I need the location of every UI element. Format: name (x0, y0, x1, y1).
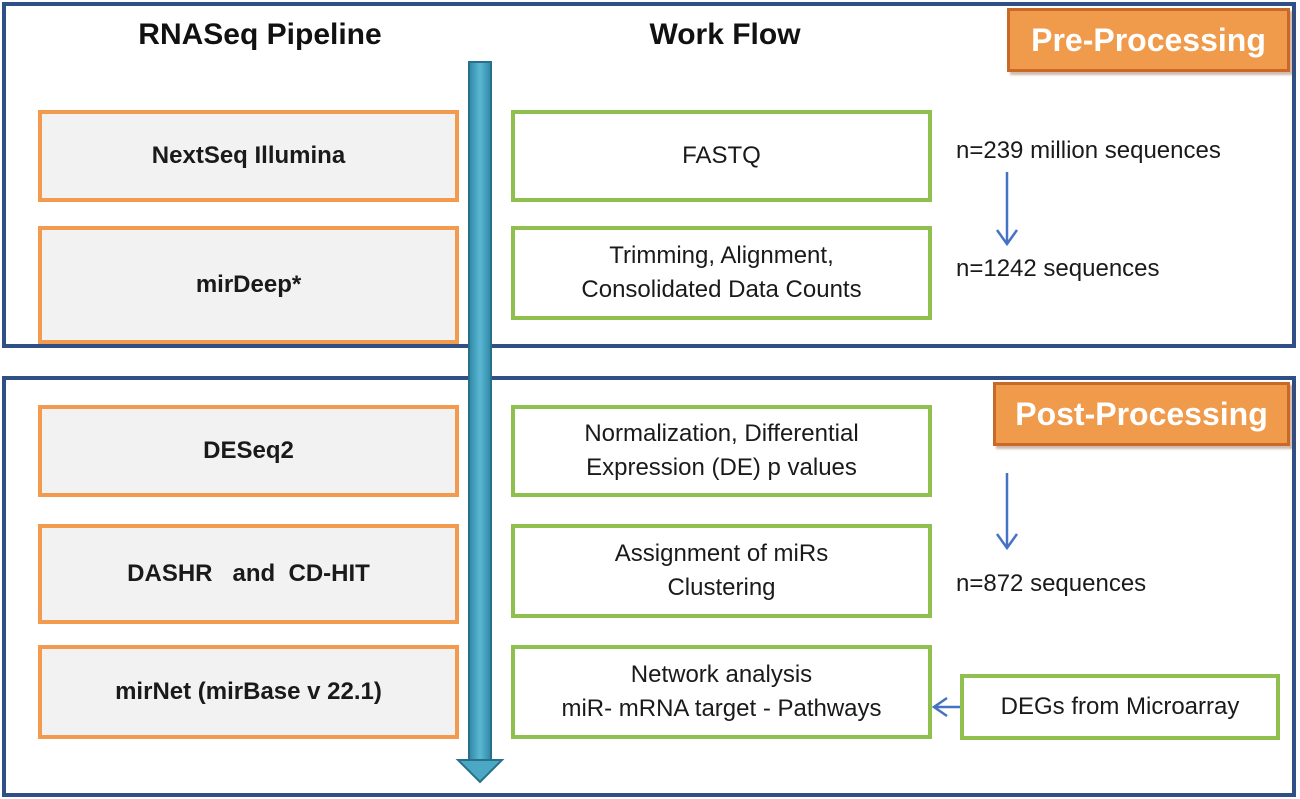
workflow-step-assignment: Assignment of miRs Clustering (511, 524, 932, 618)
pipeline-step-mirnet: mirNet (mirBase v 22.1) (38, 645, 459, 739)
workflow-line: miR- mRNA target - Pathways (561, 695, 882, 722)
main-flow-arrow (455, 61, 505, 784)
post-processing-tag: Post-Processing (993, 382, 1290, 446)
workflow-step-network: Network analysis miR- mRNA target - Path… (511, 645, 932, 739)
pipeline-step-mirdeep: mirDeep* (38, 226, 459, 344)
pipeline-step-nextseq: NextSeq Illumina (38, 110, 459, 202)
workflow-line: Trimming, Alignment, (609, 242, 834, 269)
workflow-line: Expression (DE) p values (586, 454, 857, 481)
note-872: n=872 sequences (956, 570, 1147, 597)
workflow-line: Consolidated Data Counts (581, 276, 862, 303)
pre-processing-tag: Pre-Processing (1007, 8, 1290, 72)
workflow-step-fastq: FASTQ (511, 110, 932, 202)
down-arrow-icon (995, 473, 1019, 551)
down-arrow-icon (995, 172, 1019, 247)
header-work-flow: Work Flow (649, 18, 801, 51)
workflow-line: FASTQ (682, 142, 761, 169)
workflow-step-normalization: Normalization, Differential Expression (… (511, 405, 932, 497)
workflow-line: Assignment of miRs (614, 540, 829, 567)
note-239-million: n=239 million sequences (956, 137, 1221, 164)
external-degs-box: DEGs from Microarray (960, 674, 1280, 740)
left-arrow-icon (931, 696, 960, 718)
pipeline-step-deseq2: DESeq2 (38, 405, 459, 497)
pipeline-step-dashr-cdhit: DASHR and CD-HIT (38, 524, 459, 624)
workflow-line: Clustering (667, 574, 776, 601)
workflow-line: Normalization, Differential (584, 420, 859, 447)
header-rnaseq-pipeline: RNASeq Pipeline (138, 18, 382, 51)
workflow-step-trimming: Trimming, Alignment, Consolidated Data C… (511, 226, 932, 320)
workflow-line: Network analysis (630, 661, 813, 688)
note-1242: n=1242 sequences (956, 255, 1160, 282)
